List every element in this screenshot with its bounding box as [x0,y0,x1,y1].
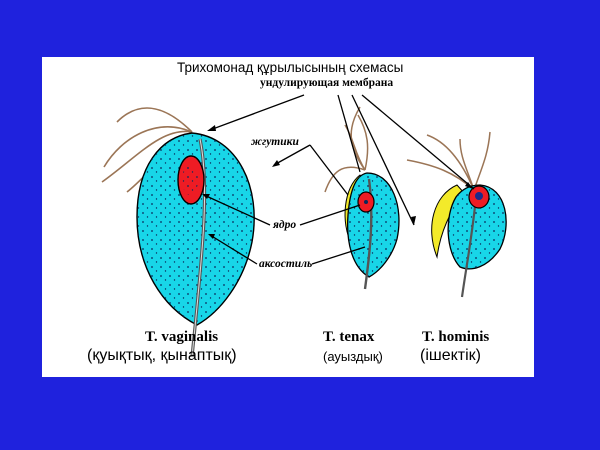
label-axostyle: аксостиль [259,258,313,270]
label-nucleus: ядро [273,219,297,231]
t-tenax-cell [324,106,400,290]
diagram-title: Трихомонад құрылысының схемасы [177,60,404,75]
t-hominis-flagella [406,131,491,191]
species-location-tenax: (ауыздық) [323,349,383,364]
t-tenax-axostyle [363,178,373,290]
label-membrane: ундулирующая мембрана [260,77,394,89]
t-hominis-axostyle [460,196,478,298]
diagram-panel: Трихомонад құрылысының схемасы ундулирую… [42,57,534,377]
species-location-vaginalis: (қуықтық, қынаптық) [87,347,237,364]
label-flagella: жгутики [251,136,299,148]
species-name-vaginalis: T. vaginalis [145,329,219,345]
pointer-arrowheads [202,125,473,239]
species-location-hominis: (ішектік) [420,347,482,364]
t-hominis-cell [406,131,507,298]
species-name-tenax: T. tenax [323,329,375,345]
t-vaginalis-cell [101,107,255,358]
pointer-lines [203,94,475,265]
species-name-hominis: T. hominis [422,329,490,345]
trichomonas-diagram [101,94,507,358]
